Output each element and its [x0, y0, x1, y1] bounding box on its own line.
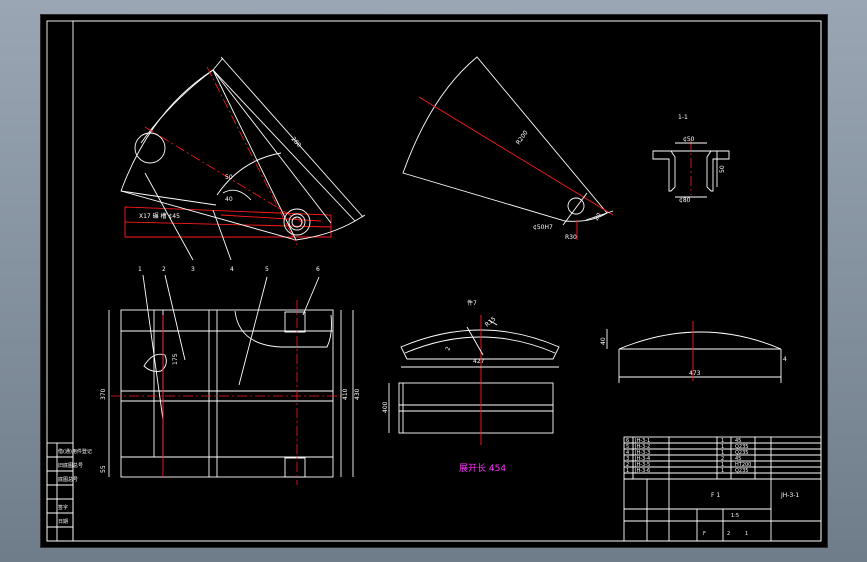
part-dim-width: 427 [473, 358, 485, 365]
arc-view: 40 473 4 [600, 321, 787, 383]
part-title: 件7 [467, 299, 477, 307]
balloon-4: 4 [230, 266, 234, 273]
front-dim-bottom: 55 [100, 465, 107, 473]
sector-dim-small1: R30 [565, 234, 577, 241]
bom-row-4-mat: 45 [735, 456, 741, 462]
bom-row-5-qty: 1 [721, 462, 724, 468]
title-part-label: F 1 [711, 492, 720, 499]
bom-row-3-qty: 1 [721, 450, 724, 456]
front-dim-height: 370 [100, 388, 107, 400]
hub-inner [288, 213, 306, 231]
sector-view: R200 ¢50H7 R30 20 [402, 56, 614, 241]
title-bottom-2: 2 [727, 531, 730, 537]
sector-hole [567, 197, 585, 215]
front-dim-right1: 410 [342, 388, 349, 400]
section-title: 1-1 [678, 114, 688, 121]
bom-row-3-mat: Q235 [735, 450, 748, 456]
title-scale: 1:5 [731, 513, 739, 519]
part-dim-radius: R15 [484, 315, 498, 328]
part-view: 件7 427 R15 2 400 展开长 454 [382, 299, 560, 474]
section-dim-right: 50 [719, 165, 726, 173]
top-dim-angle2: 40 [225, 196, 233, 203]
sector-outline [402, 56, 608, 222]
balloon-3: 3 [191, 266, 195, 273]
bom-row-1-code: JH-3-1 [634, 438, 650, 444]
part-plate [398, 382, 554, 434]
base-label: X17 碾 槽 ¢45 [139, 212, 180, 220]
sector-dim-hole: ¢50H7 [533, 224, 553, 231]
balloon-5: 5 [265, 266, 269, 273]
section-dim-top: ¢50 [683, 136, 695, 143]
cad-drawing: 借(通)用件登记 旧底图总号 底图总号 签字 日期 X17 碾 槽 ¢45 [46, 20, 822, 542]
bom-row-1-no: 6 [626, 438, 629, 444]
bom-row-5-no: 2 [626, 462, 629, 468]
bom-row-5-mat: HT200 [735, 462, 751, 468]
top-dim-angle1: 50 [225, 174, 233, 181]
bom-row-4-qty: 2 [721, 456, 724, 462]
top-view-centerline-2 [206, 66, 298, 246]
balloon-1: 1 [138, 266, 142, 273]
front-dim-overall: 430 [354, 388, 361, 400]
bom-row-2-no: 5 [626, 444, 629, 450]
strip-label-2: 旧底图总号 [58, 462, 83, 469]
title-bottom-1: F [703, 531, 706, 537]
bom-row-6-no: 1 [626, 468, 629, 474]
title-block: F 1 JH-3-1 1:5 F 2 1 6 JH-3-1 1 45 5 JH-… [623, 436, 822, 542]
balloon-2: 2 [162, 266, 166, 273]
part-dim-thickness: 2 [444, 346, 452, 352]
title-block-frame [623, 436, 822, 542]
balloons: 1 2 3 4 5 6 [138, 172, 320, 421]
cad-viewport[interactable]: 借(通)用件登记 旧底图总号 底图总号 签字 日期 X17 碾 槽 ¢45 [40, 14, 828, 548]
balloon-6: 6 [316, 266, 320, 273]
left-strip: 借(通)用件登记 旧底图总号 底图总号 签字 日期 [46, 442, 92, 542]
bom-row-2-mat: Q235 [735, 444, 748, 450]
title-drawing-no: JH-3-1 [780, 492, 799, 499]
fan-hole [134, 132, 166, 164]
part-arc-outline [400, 329, 560, 360]
bom-row-1-qty: 1 [721, 438, 724, 444]
sector-centerline [418, 96, 614, 216]
section-dim-bottom: ¢80 [679, 197, 691, 204]
arc-dim-chord: 473 [689, 370, 701, 377]
arc-dim-rise: 40 [600, 337, 607, 345]
front-view: 370 55 175 410 430 [100, 300, 361, 485]
title-bottom-3: 1 [745, 531, 748, 537]
part-note: 展开长 454 [459, 462, 506, 474]
bom-row-1-mat: 45 [735, 438, 741, 444]
strip-label-1: 借(通)用件登记 [58, 448, 92, 455]
hub-outer [283, 208, 311, 236]
base-plate [124, 206, 332, 238]
front-dim-hole: 175 [172, 353, 179, 365]
bom-row-4-code: JH-3-4 [634, 456, 650, 462]
top-view: X17 碾 槽 ¢45 280 50 40 [120, 56, 366, 246]
arc-outline [618, 331, 782, 350]
top-view-centerline-1 [144, 126, 304, 224]
bom-row-6-qty: 1 [721, 468, 724, 474]
bom-row-6-code: JH-3-6 [634, 468, 650, 474]
bom-row-5-code: JH-3-5 [634, 462, 650, 468]
sector-dim-small2: 20 [593, 212, 603, 222]
strip-label-3: 底图总号 [58, 476, 78, 483]
bom-row-6-mat: Q235 [735, 468, 748, 474]
bom-row-3-code: JH-3-3 [634, 450, 650, 456]
strip-label-5: 日期 [58, 519, 68, 525]
front-hole [143, 353, 167, 372]
sector-dim-radius: R200 [515, 129, 530, 146]
front-frame [120, 309, 334, 478]
bom-row-2-qty: 1 [721, 444, 724, 450]
part-dim-height: 400 [382, 401, 389, 413]
bom-row-4-no: 3 [626, 456, 629, 462]
arc-dim-edge: 4 [783, 356, 787, 363]
inner-border [72, 20, 822, 542]
section-view: 1-1 ¢50 50 ¢80 [652, 114, 730, 204]
bom-row-2-code: JH-3-2 [634, 444, 650, 450]
bom-row-3-no: 4 [626, 450, 629, 456]
strip-label-4: 签字 [58, 504, 68, 511]
